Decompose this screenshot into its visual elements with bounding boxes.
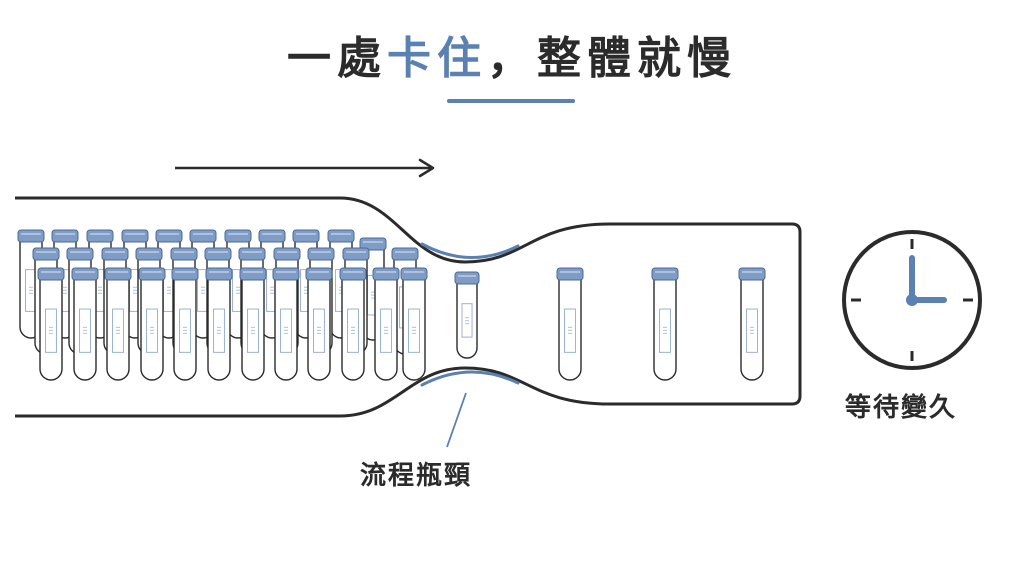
test-tube-queued [400, 267, 428, 381]
title-accent: 卡住 [387, 33, 487, 84]
title-underline [447, 99, 575, 103]
pipe-outline [15, 196, 802, 418]
test-tube-passed [738, 267, 766, 381]
test-tube-queued [239, 267, 267, 381]
test-tube-passed [651, 267, 679, 381]
title-part-1: 一處 [287, 33, 387, 84]
title-part-2: ，整體就慢 [487, 33, 737, 84]
test-tube-queued [171, 267, 199, 381]
bottleneck-arc-bottom [420, 370, 520, 387]
test-tube-queued [339, 267, 367, 381]
test-tube-queued [305, 267, 333, 381]
arrow-right-icon [175, 158, 435, 178]
test-tube-queued [272, 267, 300, 381]
bottleneck-arc-top [420, 242, 520, 259]
test-tube-passed [556, 267, 584, 381]
test-tube-queued [372, 267, 400, 381]
tube-layer [17, 229, 766, 381]
wait-label: 等待變久 [845, 393, 958, 423]
bottleneck-pointer [446, 392, 467, 448]
test-tube-queued [138, 267, 166, 381]
bottleneck-label: 流程瓶頸 [360, 461, 473, 491]
clock-icon [842, 230, 982, 370]
test-tube-bottleneck [454, 271, 480, 359]
test-tube-queued [205, 267, 233, 381]
page-title: 一處卡住，整體就慢 [0, 22, 1024, 86]
test-tube-queued [71, 267, 99, 381]
test-tube-queued [37, 267, 65, 381]
test-tube-queued [104, 267, 132, 381]
